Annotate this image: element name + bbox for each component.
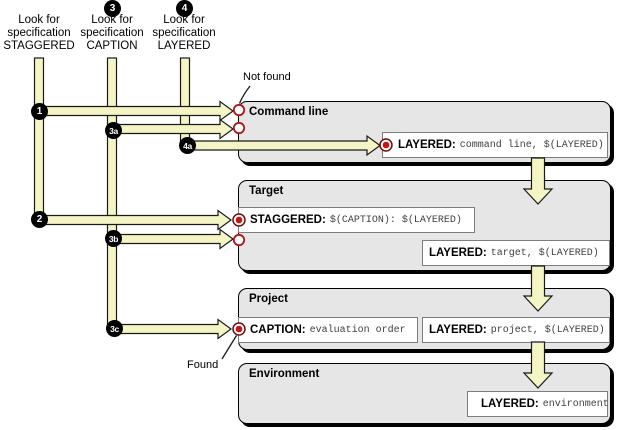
spec-layered-environment: LAYERED: environment	[467, 391, 609, 417]
badge-3b: 3b	[105, 230, 122, 247]
arrow-step-3b	[112, 228, 235, 250]
spec-layered-project: LAYERED: project, $(LAYERED)	[422, 317, 610, 343]
spec-value: evaluation order	[309, 324, 406, 336]
scope-title-target: Target	[249, 185, 284, 197]
column-label-line: specification	[80, 27, 144, 39]
column-label-line: Look for	[18, 14, 60, 26]
badge-3a: 3a	[105, 122, 122, 139]
arrow-step-3c	[112, 318, 233, 340]
column-label-line: specification	[152, 27, 216, 39]
column-label-line: Look for	[163, 14, 205, 26]
found-label: Found	[187, 359, 219, 371]
badge-2: 2	[31, 211, 48, 228]
spec-label: LAYERED:	[429, 324, 487, 336]
scope-title-environment: Environment	[249, 368, 320, 380]
column-label-line: Look for	[91, 14, 133, 26]
column-label-line: CAPTION	[86, 40, 138, 52]
column-label-line: STAGGERED	[3, 40, 75, 52]
badge-4a: 4a	[179, 137, 196, 154]
flow-bar-layered	[179, 57, 191, 147]
spec-label: LAYERED:	[398, 139, 456, 151]
spec-value: command line, $(LAYERED)	[459, 139, 604, 151]
spec-layered-command-line: LAYERED: command line, $(LAYERED)	[382, 132, 608, 158]
badge-3: 3	[104, 0, 121, 17]
spec-staggered-target: STAGGERED: $(CAPTION): $(LAYERED)	[238, 207, 475, 233]
spec-value: $(CAPTION): $(LAYERED)	[329, 214, 462, 226]
found-connector-line	[221, 335, 238, 360]
spec-label: LAYERED:	[429, 247, 487, 259]
spec-value: environment	[542, 398, 609, 410]
lookup-column-caption: Look for specification CAPTION	[70, 14, 154, 53]
lookup-column-staggered: Look for specification STAGGERED	[0, 14, 81, 53]
flow-bar-staggered	[33, 57, 45, 220]
badge-1: 1	[31, 103, 48, 120]
arrow-step-2	[38, 209, 233, 231]
arrow-step-3a	[112, 118, 235, 140]
badge-4: 4	[176, 0, 193, 17]
arrow-step-1	[38, 100, 235, 122]
scope-title-project: Project	[249, 293, 288, 305]
flow-bar-caption	[106, 57, 118, 330]
lookup-column-layered: Look for specification LAYERED	[142, 14, 226, 53]
scope-title-command-line: Command line	[249, 106, 329, 118]
spec-label: LAYERED:	[481, 398, 539, 410]
column-label-line: LAYERED	[157, 40, 211, 52]
spec-value: target, $(LAYERED)	[490, 247, 599, 259]
spec-caption-project: CAPTION: evaluation order	[238, 317, 418, 343]
not-found-label: Not found	[243, 71, 291, 83]
spec-value: project, $(LAYERED)	[490, 324, 605, 336]
column-label-line: specification	[7, 27, 71, 39]
spec-layered-target: LAYERED: target, $(LAYERED)	[422, 240, 610, 266]
spec-label: CAPTION:	[250, 324, 306, 336]
badge-3c: 3c	[106, 320, 123, 337]
spec-label: STAGGERED:	[250, 214, 326, 226]
